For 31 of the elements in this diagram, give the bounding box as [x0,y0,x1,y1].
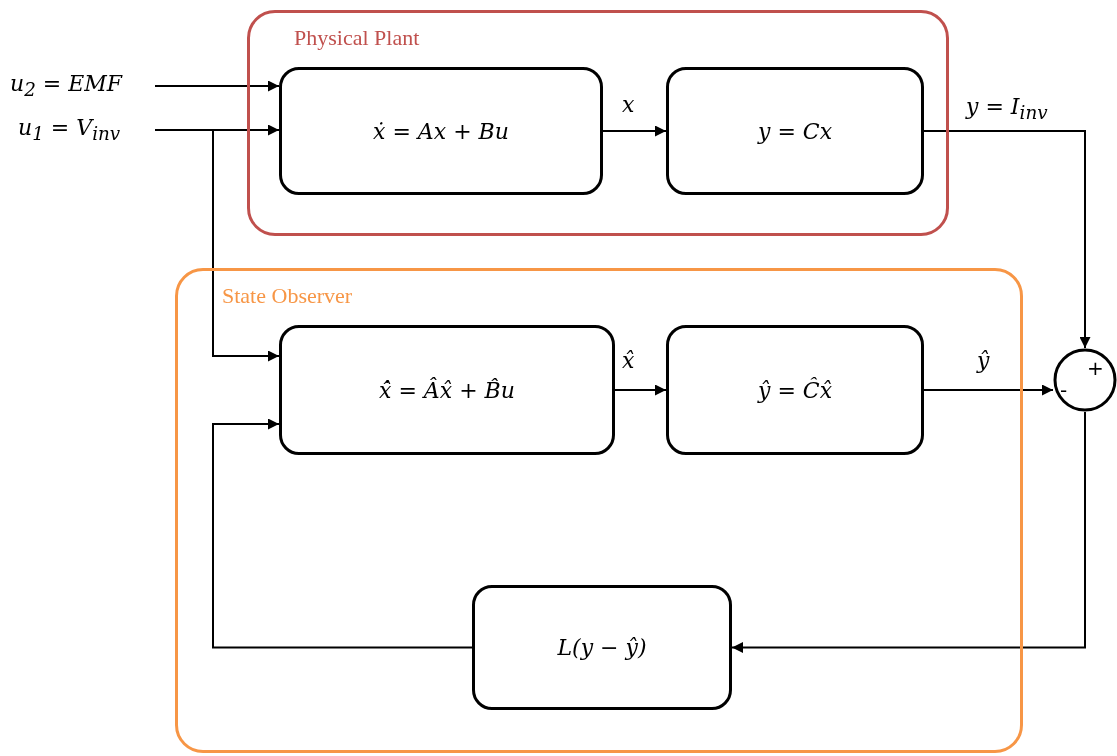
process-block [279,67,603,195]
process-block [666,325,924,455]
summing-junction [1053,348,1117,412]
arrow [923,130,1091,349]
group-frame [247,10,949,236]
arrow [154,80,280,92]
arrow [923,384,1054,396]
input-signal-label: u$_{2}$ = EMF [10,71,123,101]
group-title: State Observer [222,283,353,309]
edge-label: x̂ [622,348,635,373]
arrow [212,418,473,649]
arrow [602,125,667,137]
equation-text: y = Cx [757,118,833,144]
process-block [279,325,615,455]
group-title: Physical Plant [294,25,420,51]
edge-label: x [622,92,635,117]
arrow [614,384,667,396]
arrow [154,129,280,362]
input-signal-label: u$_{1}$ = V$_{inv}$ [18,115,121,145]
edge-label: ŷ [977,348,990,373]
equation-text: ŷ = Ĉx̂ [757,377,833,403]
equation-text: ẋ = Ax + Bu [373,118,509,144]
sign-label: + [1087,356,1104,380]
edge-label: y = I$_{inv}$ [966,94,1048,124]
arrow [731,411,1086,653]
equation-text: x̂̇ = Âx̂ + B̂u [379,377,515,403]
process-block [472,585,732,710]
sign-label: - [1060,378,1068,402]
equation-text: L(y − ŷ) [557,635,647,660]
process-block [666,67,924,195]
group-frame [175,268,1023,753]
